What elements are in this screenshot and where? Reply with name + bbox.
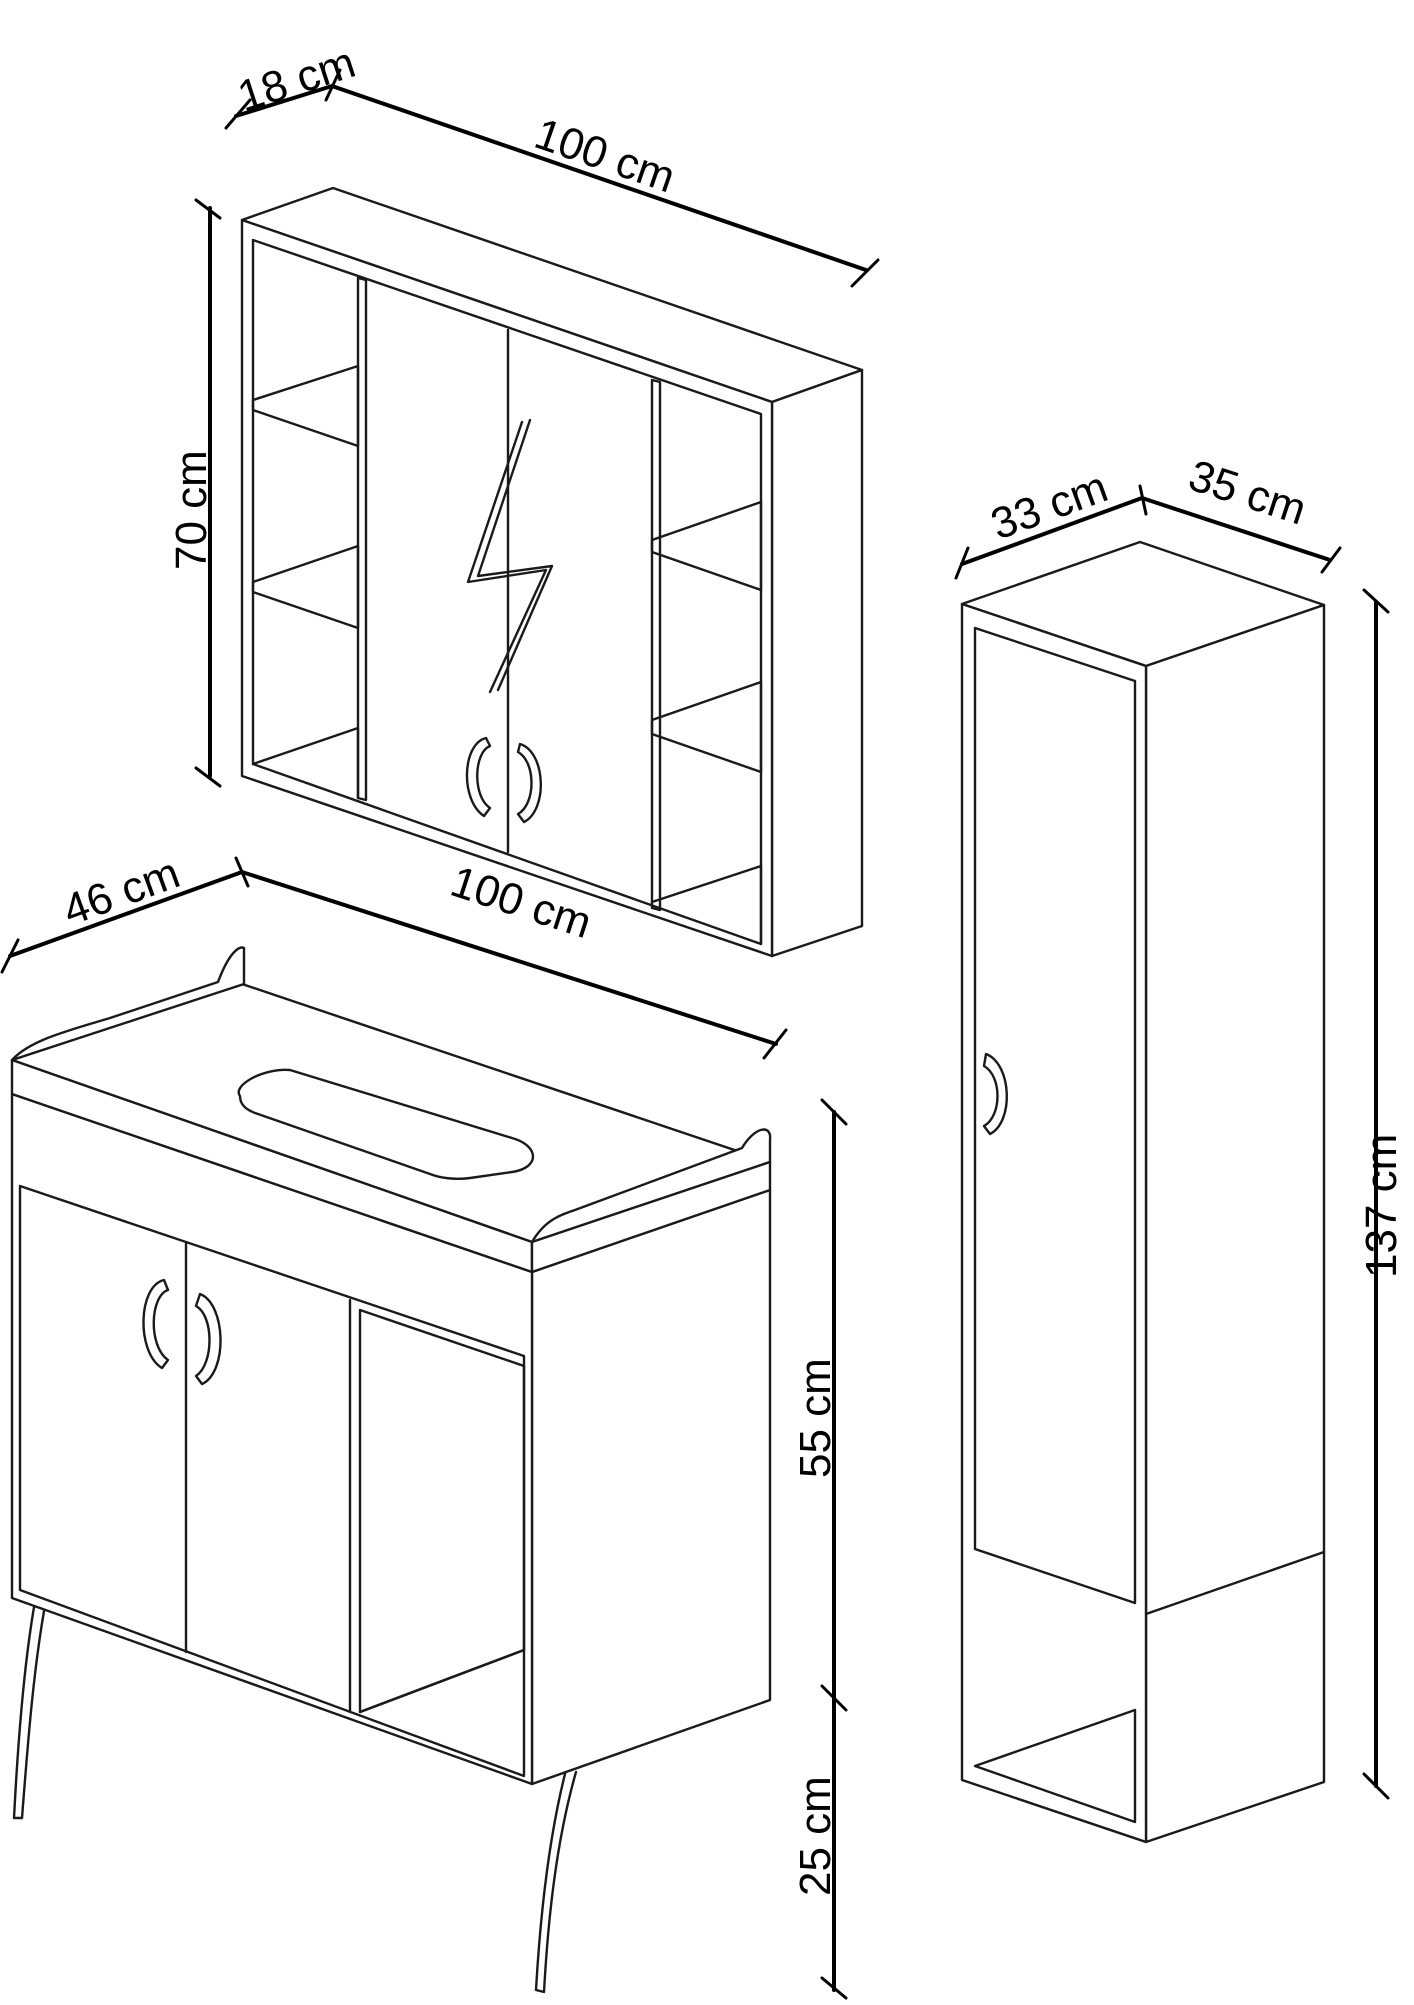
mirror-right-shelf-1 xyxy=(650,500,763,592)
dim-line-vanity-width xyxy=(240,870,778,1046)
mirror-right-bottom-shelf xyxy=(650,864,763,946)
dim-line-tall-width xyxy=(960,496,1144,566)
tall-cabinet-base-line xyxy=(1144,1550,1326,1616)
label-leg-height: 25 cm xyxy=(791,1776,840,1896)
mirror-left-shelf-2 xyxy=(251,544,360,630)
vanity-unit xyxy=(10,946,772,1994)
label-mirror-depth: 18 cm xyxy=(232,38,361,122)
vanity-top-side-edge xyxy=(530,1160,772,1274)
tall-cabinet-door xyxy=(973,626,1137,1605)
dim-line-mirror-width xyxy=(330,84,868,272)
mirror-glare-icon xyxy=(466,418,554,694)
mirror-right-shelf-2 xyxy=(650,680,763,774)
label-mirror-height: 70 cm xyxy=(167,450,216,570)
dimension-lines xyxy=(0,68,1390,2000)
dim-line-mirror-depth xyxy=(234,84,334,118)
dim-line-vanity-depth xyxy=(8,870,244,958)
mirror-cabinet xyxy=(240,186,864,958)
tall-cabinet-side xyxy=(1144,603,1326,1844)
tall-cabinet-front xyxy=(960,602,1148,1844)
tall-cabinet xyxy=(960,540,1326,1844)
vanity-backsplash xyxy=(10,946,246,1062)
vanity-sink-basin xyxy=(237,1068,534,1180)
vanity-body-side xyxy=(530,1188,772,1786)
label-vanity-height: 55 cm xyxy=(791,1358,840,1478)
mirror-left-shelf-1 xyxy=(251,364,360,448)
tall-cabinet-handle xyxy=(982,1052,1008,1136)
label-tall-depth: 35 cm xyxy=(1183,451,1312,535)
vanity-front-left-leg xyxy=(12,1594,48,1820)
label-vanity-depth: 46 cm xyxy=(57,848,186,935)
label-tall-width: 33 cm xyxy=(985,462,1114,549)
vanity-compartment-shelf xyxy=(358,1648,526,1714)
mirror-cabinet-side xyxy=(770,368,864,958)
vanity-right-upstand xyxy=(530,1128,772,1244)
mirror-right-handle xyxy=(516,742,542,824)
dim-line-tall-depth xyxy=(1140,496,1332,562)
vanity-front-right-leg xyxy=(534,1768,578,1994)
vanity-front-panel xyxy=(18,1184,526,1778)
vanity-left-handle xyxy=(142,1278,170,1370)
label-mirror-width: 100 cm xyxy=(529,109,681,202)
mirror-left-bottom-shelf xyxy=(251,726,360,800)
mirror-left-handle xyxy=(465,736,492,818)
tall-cabinet-open-shelf xyxy=(973,1708,1137,1824)
vanity-right-handle xyxy=(194,1292,222,1386)
label-tall-height: 137 cm xyxy=(1357,1134,1406,1278)
